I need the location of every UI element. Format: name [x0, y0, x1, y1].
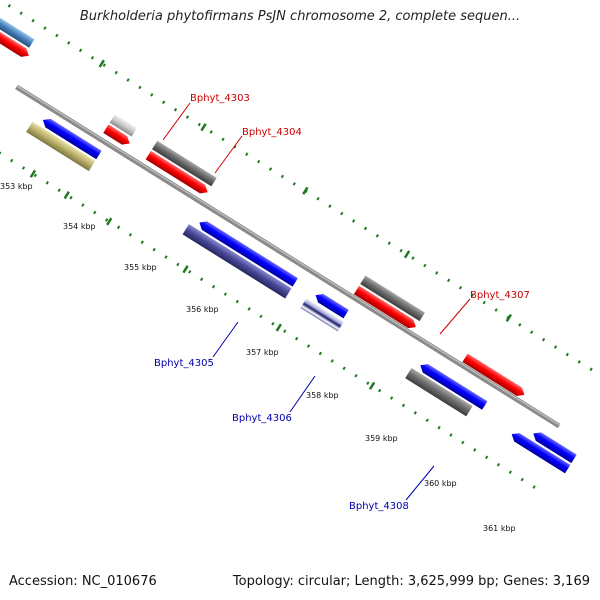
gene-label[interactable]: Bphyt_4308 — [349, 501, 409, 512]
gene-feature-purple[interactable] — [182, 224, 292, 299]
gene-feature-forward-red[interactable] — [462, 353, 527, 400]
tick-label: 353 kbp — [0, 182, 33, 191]
gene-bphyt-4308[interactable] — [418, 361, 488, 410]
gene-feature-reverse-blue[interactable] — [40, 116, 102, 160]
gene-label[interactable]: Bphyt_4307 — [470, 290, 530, 301]
leader-bphyt-4305 — [212, 321, 239, 358]
tick-label: 361 kbp — [483, 524, 516, 533]
inner-guide-ring — [0, 114, 543, 494]
gene-bphyt-4305[interactable] — [197, 218, 298, 287]
tick-label: 358 kbp — [306, 391, 339, 400]
inner-major-tick — [368, 381, 376, 390]
leader-bphyt-4304 — [214, 135, 243, 174]
genome-backbone-highlight — [16, 85, 561, 426]
gene-label[interactable]: Bphyt_4303 — [190, 93, 250, 104]
gene-feature-reverse-blue[interactable] — [531, 429, 577, 464]
outer-major-tick — [505, 313, 513, 323]
leader-bphyt-4308 — [405, 465, 435, 501]
inner-major-tick — [106, 217, 113, 226]
gene-label[interactable]: Bphyt_4304 — [242, 127, 302, 138]
gene-feature-forward-red[interactable] — [0, 17, 31, 60]
inner-major-tick — [63, 190, 70, 200]
gene-feature-reverse-blue[interactable] — [509, 430, 571, 474]
gene-label[interactable]: Bphyt_4305 — [154, 358, 214, 369]
inner-major-tick — [182, 265, 189, 274]
gene-bphyt-4307[interactable] — [360, 275, 425, 322]
outer-major-tick — [98, 59, 105, 68]
gene-feature-khaki[interactable] — [26, 121, 96, 172]
topology-summary: Topology: circular; Length: 3,625,999 bp… — [232, 574, 590, 589]
tick-label: 354 kbp — [63, 222, 96, 231]
gene-feature-reverse-blue[interactable] — [313, 291, 349, 319]
gene-label[interactable]: Bphyt_4306 — [232, 413, 292, 424]
tick-label: 357 kbp — [246, 348, 279, 357]
gene-feature-forward-red[interactable] — [103, 124, 132, 147]
gene-feature-forward-red[interactable] — [145, 150, 211, 197]
tick-label: 356 kbp — [186, 305, 219, 314]
inner-major-tick — [29, 169, 37, 178]
inner-major-tick — [275, 323, 282, 332]
gene-bphyt-4304[interactable] — [152, 140, 217, 187]
gene-feature-gray[interactable] — [405, 367, 473, 417]
map-title: Burkholderia phytofirmans PsJN chromosom… — [79, 9, 521, 24]
tick-label: 360 kbp — [424, 479, 457, 488]
leader-bphyt-4306 — [289, 375, 316, 413]
gene-bphyt-4303[interactable] — [109, 114, 137, 137]
leader-bphyt-4307 — [439, 298, 471, 335]
outer-major-tick — [200, 123, 207, 132]
outer-major-tick — [403, 250, 411, 259]
gene-feature-forward-red[interactable] — [353, 285, 419, 332]
accession-label: Accession: NC_010676 — [9, 574, 157, 589]
gene-bphyt-4306[interactable] — [300, 297, 345, 332]
leader-bphyt-4303 — [162, 102, 191, 141]
tick-label: 359 kbp — [365, 434, 398, 443]
tick-label: 355 kbp — [124, 263, 157, 272]
outer-major-tick — [302, 186, 309, 195]
gene-feature-steel[interactable] — [0, 7, 35, 48]
genome-backbone — [15, 84, 561, 429]
